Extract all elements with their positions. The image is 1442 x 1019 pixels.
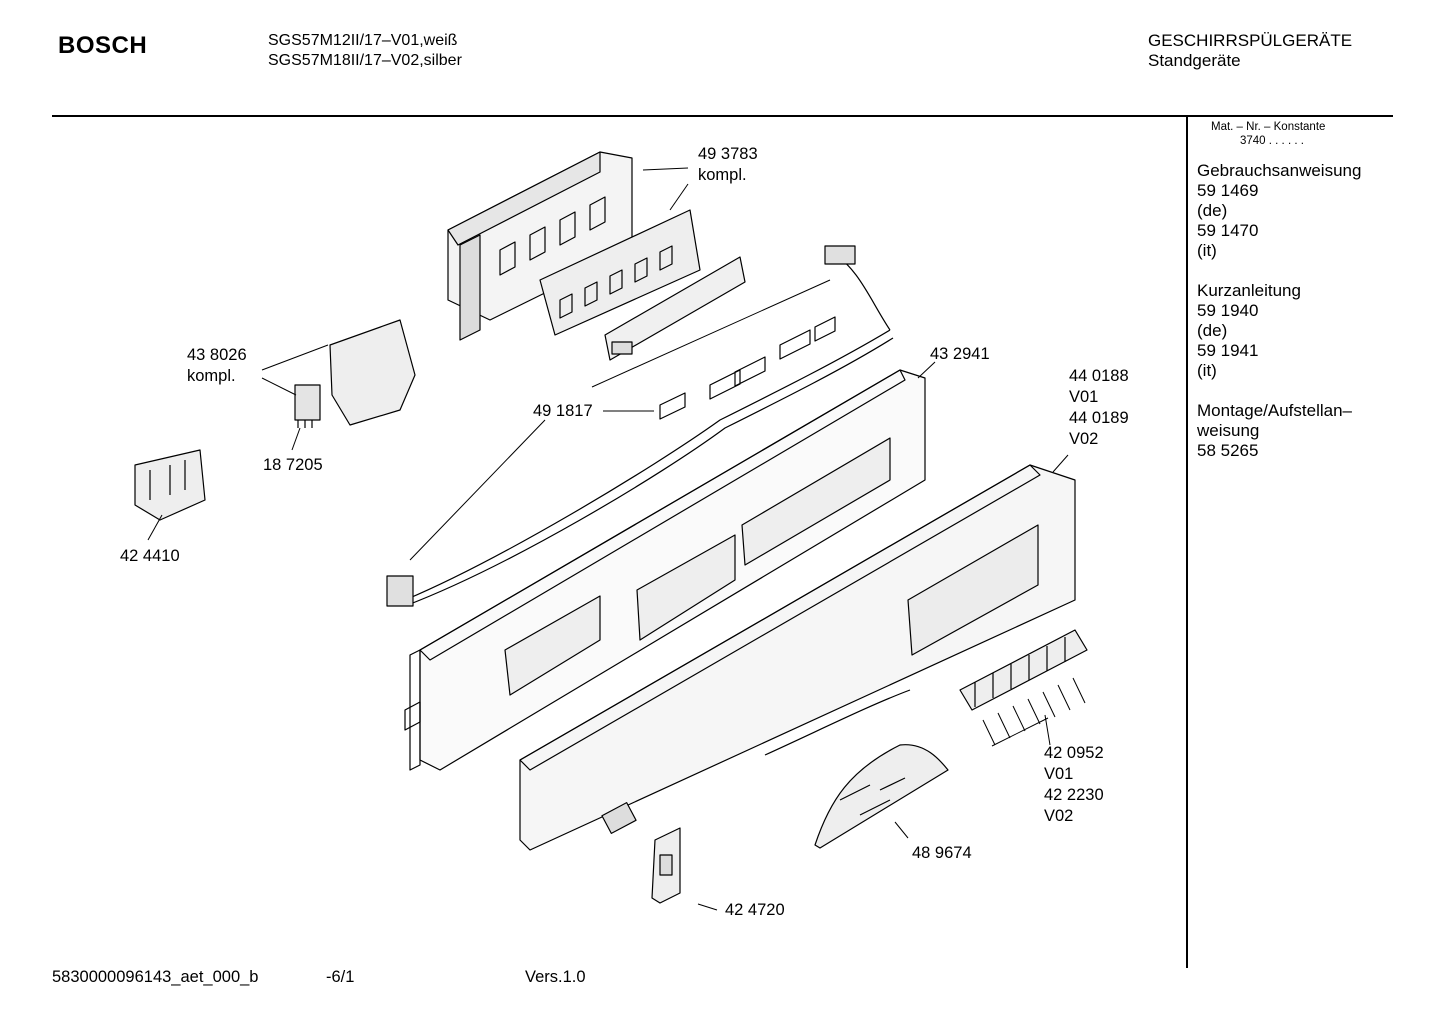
part-note: kompl.	[187, 367, 236, 385]
model-line-1: SGS57M12II/17–V01,weiß	[268, 32, 458, 49]
part-number: 49 1817	[533, 402, 593, 420]
doc-line: 59 1941	[1197, 341, 1259, 360]
callout-424720: 42 4720	[725, 900, 785, 921]
part-number: 49 3783	[698, 145, 758, 163]
electronic-module-part	[447, 151, 746, 361]
part-number: 44 0189	[1069, 409, 1129, 427]
brand-logo: BOSCH	[58, 32, 148, 59]
doc-installation: Montage/Aufstellan– weisung 58 5265	[1197, 401, 1352, 461]
model-line-2: SGS57M18II/17–V02,silber	[268, 52, 462, 69]
callout-489674: 48 9674	[912, 843, 972, 864]
doc-title: Gebrauchsanweisung	[1197, 161, 1362, 180]
callout-491817: 49 1817	[533, 401, 593, 422]
callout-424410: 42 4410	[120, 546, 180, 567]
mat-number-label: Mat. – Nr. – Konstante	[1211, 121, 1326, 133]
part-number: 42 2230	[1044, 786, 1104, 804]
part-variant: V02	[1044, 807, 1074, 825]
callout-432941: 43 2941	[930, 344, 990, 365]
part-number: 18 7205	[263, 456, 323, 474]
leader-lines	[147, 167, 1086, 911]
part-number: 44 0188	[1069, 367, 1129, 385]
doc-line: 59 1469	[1197, 181, 1259, 200]
part-variant: V01	[1044, 765, 1074, 783]
button-row-part	[959, 629, 1088, 711]
door-handle-part	[814, 744, 949, 849]
doc-user-manual: Gebrauchsanweisung 59 1469 (de) 59 1470 …	[1197, 161, 1361, 261]
part-note: kompl.	[698, 166, 747, 184]
doc-line: 58 5265	[1197, 441, 1259, 460]
category-title: GESCHIRRSPÜLGERÄTE	[1148, 31, 1353, 50]
wiring-harness-part	[386, 245, 894, 607]
switch-part	[294, 319, 416, 428]
model-list: SGS57M12II/17–V01,weiß SGS57M18II/17–V02…	[268, 31, 462, 71]
sidebar-divider	[1186, 116, 1188, 968]
sensor-module-part	[134, 449, 206, 521]
front-fascia-part	[519, 464, 1076, 851]
doc-title: Kurzanleitung	[1197, 281, 1301, 300]
part-variant: V02	[1069, 430, 1099, 448]
callout-438026: 43 8026 kompl.	[187, 345, 247, 387]
part-number: 48 9674	[912, 844, 972, 862]
doc-line: 59 1470	[1197, 221, 1259, 240]
callout-440188: 44 0188 V01 44 0189 V02	[1069, 366, 1129, 450]
callout-420952: 42 0952 V01 42 2230 V02	[1044, 743, 1104, 827]
footer-version: Vers.1.0	[525, 968, 586, 986]
doc-line: (it)	[1197, 241, 1217, 260]
doc-line: 59 1940	[1197, 301, 1259, 320]
part-number: 43 2941	[930, 345, 990, 363]
footer-doc-id: 5830000096143_aet_000_b	[52, 968, 259, 986]
part-number: 43 8026	[187, 346, 247, 364]
doc-line: (it)	[1197, 361, 1217, 380]
doc-line: (de)	[1197, 321, 1228, 340]
part-number: 42 4720	[725, 901, 785, 919]
doc-line: weisung	[1197, 421, 1260, 440]
doc-line: (de)	[1197, 201, 1228, 220]
category-block: GESCHIRRSPÜLGERÄTE Standgeräte	[1148, 31, 1352, 71]
callout-187205: 18 7205	[263, 455, 323, 476]
doc-title: Montage/Aufstellan–	[1197, 401, 1352, 420]
header-rule	[52, 115, 1393, 117]
callout-493783: 49 3783 kompl.	[698, 144, 758, 186]
doc-short-guide: Kurzanleitung 59 1940 (de) 59 1941 (it)	[1197, 281, 1301, 381]
panel-frame-part	[404, 369, 926, 771]
footer-page: -6/1	[326, 968, 355, 986]
part-number: 42 0952	[1044, 744, 1104, 762]
part-variant: V01	[1069, 388, 1099, 406]
latch-part	[651, 827, 681, 904]
subcategory-title: Standgeräte	[1148, 51, 1241, 70]
part-number: 42 4410	[120, 547, 180, 565]
mat-number-value: 3740 . . . . . .	[1240, 135, 1304, 147]
